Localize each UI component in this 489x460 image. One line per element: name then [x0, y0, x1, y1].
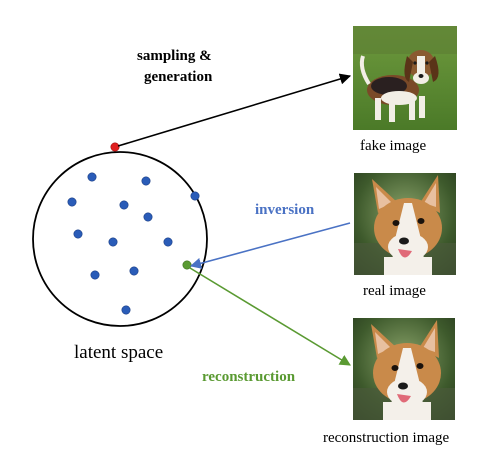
inversion-arrow: [189, 222, 351, 269]
sampling-label-line2: generation: [144, 69, 213, 85]
real-image: [354, 173, 456, 275]
sampled-point: [110, 142, 120, 152]
reconstruction-image: [353, 318, 455, 420]
latent-point: [163, 237, 173, 247]
latent-point: [90, 270, 100, 280]
latent-space-label: latent space: [74, 342, 163, 363]
fake-image-label: fake image: [360, 138, 427, 154]
sampling-label-line1: sampling &: [137, 48, 212, 64]
latent-point: [67, 197, 77, 207]
latent-point: [129, 266, 139, 276]
inverted-point: [182, 260, 192, 270]
latent-points: [67, 172, 200, 315]
reconstruction-arrow: [189, 267, 351, 366]
latent-space-circle: [32, 151, 208, 327]
latent-point: [108, 237, 118, 247]
sampling-arrow: [117, 73, 352, 147]
reconstruction-image-label: reconstruction image: [323, 430, 450, 446]
reconstruction-label: reconstruction: [202, 369, 296, 385]
latent-point: [121, 305, 131, 315]
latent-point: [87, 172, 97, 182]
latent-point: [141, 176, 151, 186]
latent-point: [190, 191, 200, 201]
real-image-label: real image: [363, 283, 426, 299]
latent-point: [73, 229, 83, 239]
latent-point: [143, 212, 153, 222]
fake-image: [353, 26, 457, 130]
inversion-label: inversion: [255, 202, 315, 218]
latent-point: [119, 200, 129, 210]
